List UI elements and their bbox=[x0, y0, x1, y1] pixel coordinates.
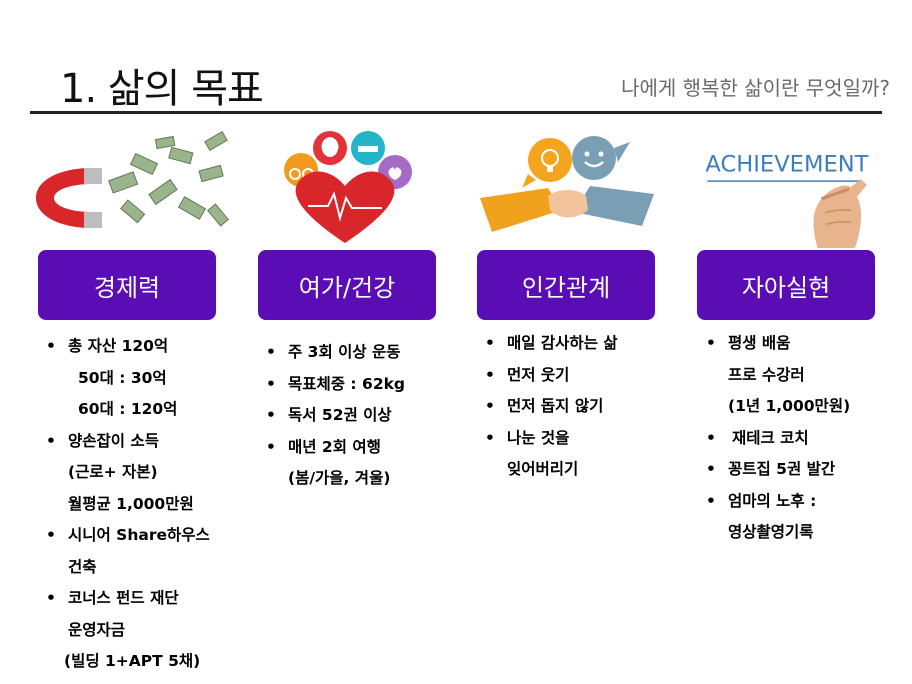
list-item: 주 3회 이상 운동 bbox=[266, 337, 405, 369]
list-item: 50대 : 30억 bbox=[78, 368, 167, 387]
list-item: 매일 감사하는 삶 bbox=[485, 328, 618, 360]
leisure-health-goal-list: 주 3회 이상 운동 목표체중 : 62kg 독서 52권 이상 매년 2회 여… bbox=[266, 337, 405, 495]
list-item: 재테크 코치 bbox=[706, 423, 850, 455]
list-item: 나눈 것을 bbox=[485, 423, 618, 455]
economy-goal-list: 총 자산 120억 50대 : 30억 60대 : 120억 양손잡이 소득 (… bbox=[46, 331, 210, 678]
achievement-text: ACHIEVEMENT bbox=[705, 151, 868, 177]
category-label: 자아실현 bbox=[741, 273, 831, 302]
list-item: 60대 : 120억 bbox=[78, 400, 178, 418]
list-item: 총 자산 120억 bbox=[46, 331, 210, 363]
category-label: 인간관계 bbox=[521, 273, 611, 302]
category-box-leisure-health: 여가/건강 bbox=[258, 250, 436, 320]
relationships-goal-list: 매일 감사하는 삶 먼저 웃기 먼저 돕지 않기 나눈 것을 잊어버리기 bbox=[485, 328, 618, 486]
category-label: 경제력 bbox=[93, 273, 161, 302]
list-item: 먼저 웃기 bbox=[485, 360, 618, 392]
self-realization-goal-list: 평생 배움 프로 수강러 (1년 1,000만원) 재테크 코치 꽁트집 5권 … bbox=[706, 328, 850, 549]
list-item: 영상촬영기록 bbox=[728, 523, 814, 541]
category-label: 여가/건강 bbox=[298, 273, 396, 302]
magnet-money-image bbox=[36, 130, 229, 228]
achievement-image: ACHIEVEMENT bbox=[705, 151, 869, 248]
list-item: 먼저 돕지 않기 bbox=[485, 391, 618, 423]
list-item: 건축 bbox=[68, 557, 97, 576]
list-item: 평생 배움 bbox=[706, 328, 850, 360]
list-item: 프로 수강러 bbox=[728, 365, 805, 384]
list-item: 시니어 Share하우스 bbox=[46, 520, 210, 552]
category-box-self-realization: 자아실현 bbox=[697, 250, 875, 320]
list-item: (빌딩 1+APT 5채) bbox=[64, 652, 201, 670]
list-item: 독서 52권 이상 bbox=[266, 400, 405, 432]
list-item: 코너스 펀드 재단 bbox=[46, 583, 210, 615]
list-item: (근로+ 자본) bbox=[68, 463, 158, 481]
list-item: 잊어버리기 bbox=[507, 460, 579, 478]
list-item: 목표체중 : 62kg bbox=[266, 369, 405, 401]
list-item: 매년 2회 여행 bbox=[266, 432, 405, 464]
list-item: (봄/가을, 겨울) bbox=[288, 469, 391, 487]
page-subtitle: 나에게 행복한 삶이란 무엇일까? bbox=[621, 76, 890, 100]
list-item: 엄마의 노후 : bbox=[706, 486, 850, 518]
heart-health-image bbox=[284, 131, 412, 243]
title-divider bbox=[30, 111, 882, 114]
list-item: 꽁트집 5권 발간 bbox=[706, 454, 850, 486]
list-item: 운영자금 bbox=[68, 620, 126, 639]
handshake-image bbox=[480, 136, 654, 232]
category-box-economy: 경제력 bbox=[38, 250, 216, 320]
page-title: 1. 삶의 목표 bbox=[60, 66, 264, 112]
category-box-relationships: 인간관계 bbox=[477, 250, 655, 320]
list-item: 양손잡이 소득 bbox=[46, 426, 210, 458]
list-item: 월평균 1,000만원 bbox=[68, 494, 194, 513]
list-item: (1년 1,000만원) bbox=[728, 397, 851, 415]
